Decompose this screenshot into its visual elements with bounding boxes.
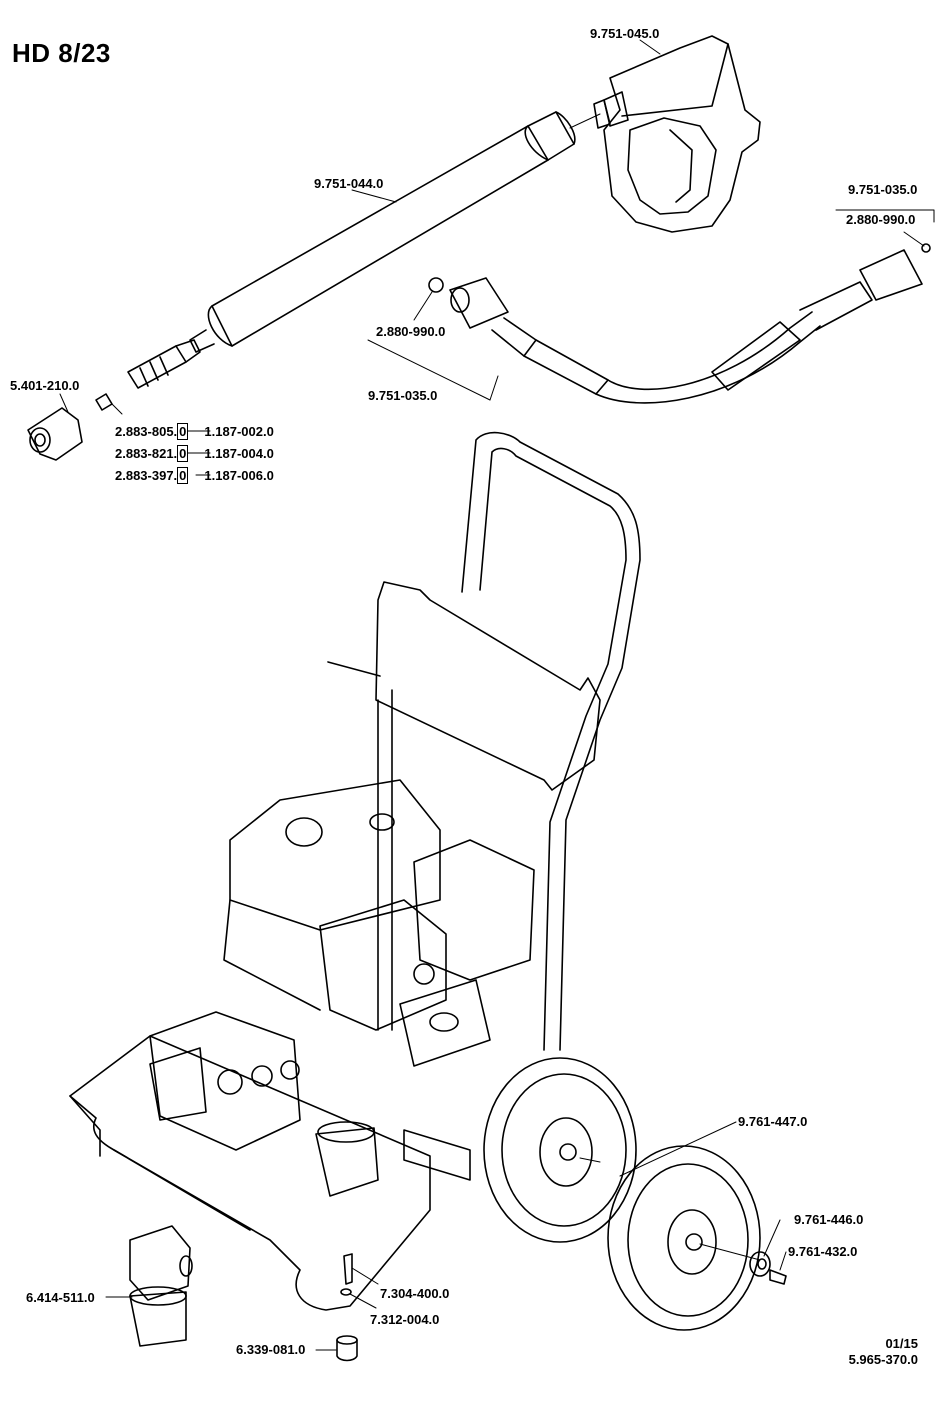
engine: [224, 780, 534, 1066]
nozzle-row-3: 2.883-397.0 1.187-006.0: [115, 468, 274, 483]
footer-date: 01/15: [885, 1336, 918, 1351]
lance: [190, 112, 575, 352]
pump: [150, 1012, 300, 1150]
nozzle-1-alt: 1.187-002.0: [204, 424, 273, 439]
nozzle-insert: [96, 394, 112, 410]
lance-adaptor: [128, 340, 200, 388]
nozzle-2-number: 2.883-821.: [115, 446, 177, 461]
part-label-screw: 7.304-400.0: [380, 1286, 449, 1301]
part-label-nozzle-cap: 5.401-210.0: [10, 378, 79, 393]
part-label-nut: 7.312-004.0: [370, 1312, 439, 1327]
inline-filter: [316, 1122, 378, 1196]
nozzle-1-number: 2.883-805.: [115, 424, 177, 439]
loose-filter: [130, 1226, 192, 1346]
nozzle-2-box: 0: [177, 445, 188, 462]
nozzle-3-box: 0: [177, 467, 188, 484]
footer-doc-number: 5.965-370.0: [849, 1352, 918, 1367]
nozzle-3-number: 2.883-397.: [115, 468, 177, 483]
part-label-gun: 9.751-045.0: [590, 26, 659, 41]
rubber-foot: [337, 1336, 357, 1361]
part-label-foot: 6.339-081.0: [236, 1342, 305, 1357]
part-label-lance: 9.751-044.0: [314, 176, 383, 191]
frame: [70, 433, 640, 1310]
base-plate: [404, 1130, 470, 1180]
wheel-rear: [484, 1058, 636, 1242]
wheel-front: [608, 1146, 760, 1330]
page-title: HD 8/23: [12, 38, 111, 69]
part-label-hose-end-top: 9.751-035.0: [848, 182, 917, 197]
nozzle-3-alt: 1.187-006.0: [204, 468, 273, 483]
part-label-hose: 9.751-035.0: [368, 388, 437, 403]
screw: [344, 1254, 352, 1284]
nozzle-row-1: 2.883-805.0 1.187-002.0: [115, 424, 274, 439]
leader-lines: [60, 40, 934, 1350]
wheel-bolt: [770, 1270, 786, 1284]
part-label-hose-oring: 2.880-990.0: [376, 324, 445, 339]
high-pressure-hose: [429, 244, 930, 403]
part-label-wheel: 9.761-447.0: [738, 1114, 807, 1129]
part-label-washer: 9.761-446.0: [794, 1212, 863, 1227]
part-label-hose-end-oring: 2.880-990.0: [846, 212, 915, 227]
nozzle-row-2: 2.883-821.0 1.187-004.0: [115, 446, 274, 461]
part-label-filter: 6.414-511.0: [26, 1290, 95, 1305]
nozzle-1-box: 0: [177, 423, 188, 440]
nozzle-2-alt: 1.187-004.0: [204, 446, 273, 461]
wheel-washer: [750, 1252, 770, 1276]
trigger-gun: [594, 36, 760, 232]
part-label-bolt: 9.761-432.0: [788, 1244, 857, 1259]
nozzle-cap: [28, 408, 82, 460]
nut: [341, 1289, 351, 1295]
